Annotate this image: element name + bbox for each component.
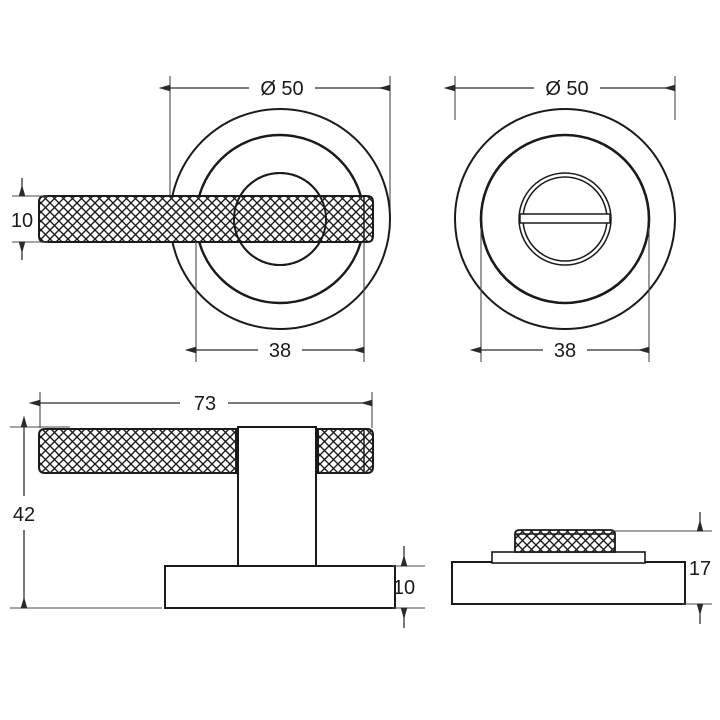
dimension-label-d38-right: 38: [554, 340, 576, 362]
extension-lines-d10-plate: [392, 565, 425, 609]
turn-step-collar: [491, 551, 646, 564]
extension-lines-d42: [10, 426, 162, 609]
dimension-label-d17: 17: [689, 558, 711, 580]
extension-lines-d38-right: [480, 228, 650, 362]
dimension-d17: 17: [612, 512, 712, 624]
dimension-label-d38-left: 38: [269, 340, 291, 362]
turn-knurled-grip: [514, 529, 616, 553]
dimension-label-dia50-right: Ø 50: [545, 78, 588, 100]
view-side-elevation-lever: 73 42: [10, 392, 425, 628]
extension-lines-d73: [39, 392, 373, 428]
view-turn-rose-face: Ø 50 38: [443, 76, 676, 362]
dimension-d38-left: 38: [184, 242, 365, 362]
spindle-hub-circle-left-overlay: [233, 172, 327, 266]
lever-stem: [237, 426, 317, 567]
dimension-d10-lever: 10: [11, 178, 48, 260]
dimension-label-d10-lever: 10: [11, 210, 33, 232]
view-front-elevation-lever-on-rose: Ø 50 10: [11, 76, 391, 362]
extension-lines-dia50-right: [454, 76, 676, 120]
dimension-d10-plate: 10: [392, 546, 425, 628]
dimension-label-dia50-left: Ø 50: [260, 78, 303, 100]
extension-lines-dia50-left: [169, 76, 391, 215]
dimension-d73: 73: [28, 392, 373, 428]
dimension-dia50-left: Ø 50: [158, 78, 391, 100]
dimension-label-d42: 42: [13, 504, 35, 526]
lever-grip-knurled-side: [38, 428, 374, 474]
view-side-elevation-turn: 17: [451, 512, 712, 624]
turn-backplate-side: [451, 561, 686, 605]
extension-lines-d10-lever: [12, 195, 48, 243]
dimension-d38-right: 38: [469, 228, 650, 362]
dimension-label-d73: 73: [194, 393, 216, 415]
slot-shape: [519, 213, 611, 224]
extension-lines-d38-left: [195, 242, 365, 362]
grip-segment-left: [38, 428, 237, 474]
dimension-d42: 42: [10, 415, 162, 609]
emergency-release-slot: [519, 213, 611, 224]
lever-bar-body-left: [38, 195, 374, 243]
dimension-dia50-right: Ø 50: [443, 78, 676, 100]
dimension-label-d10-plate: 10: [393, 577, 415, 599]
grip-segment-right: [317, 428, 374, 474]
lever-bar-knurled-left: [38, 195, 374, 243]
backplate-side: [164, 565, 396, 609]
